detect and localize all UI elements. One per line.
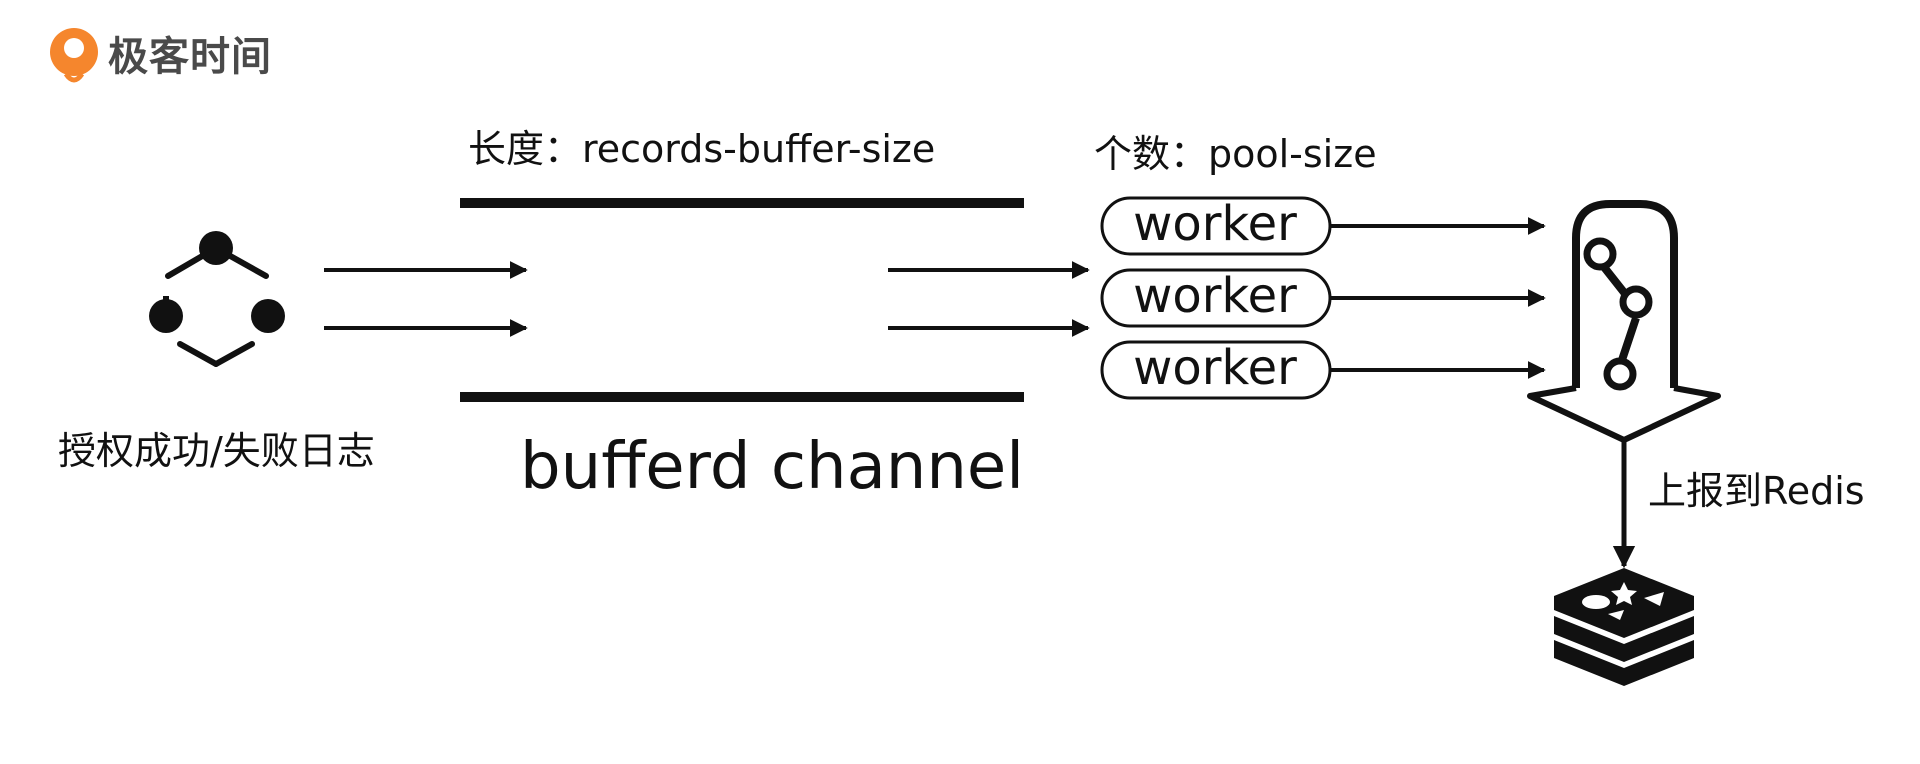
channel-top-wall <box>460 198 1024 208</box>
source-label: 授权成功/失败日志 <box>58 429 375 473</box>
logo-text: 极客时间 <box>108 34 272 80</box>
report-label: 上报到Redis <box>1648 469 1865 513</box>
pool-count-label: 个数：pool-size <box>1094 132 1377 176</box>
merge-icon <box>1527 200 1721 443</box>
network-icon <box>149 231 285 367</box>
logo-icon <box>50 28 98 83</box>
worker-label-2: worker <box>1133 268 1297 324</box>
worker-label-1: worker <box>1133 196 1297 252</box>
worker-label-3: worker <box>1133 340 1297 396</box>
channel-bottom-wall <box>460 392 1024 402</box>
channel-label: bufferd channel <box>520 430 1025 504</box>
redis-icon <box>1554 568 1694 686</box>
buffer-length-label: 长度：records-buffer-size <box>468 127 936 171</box>
